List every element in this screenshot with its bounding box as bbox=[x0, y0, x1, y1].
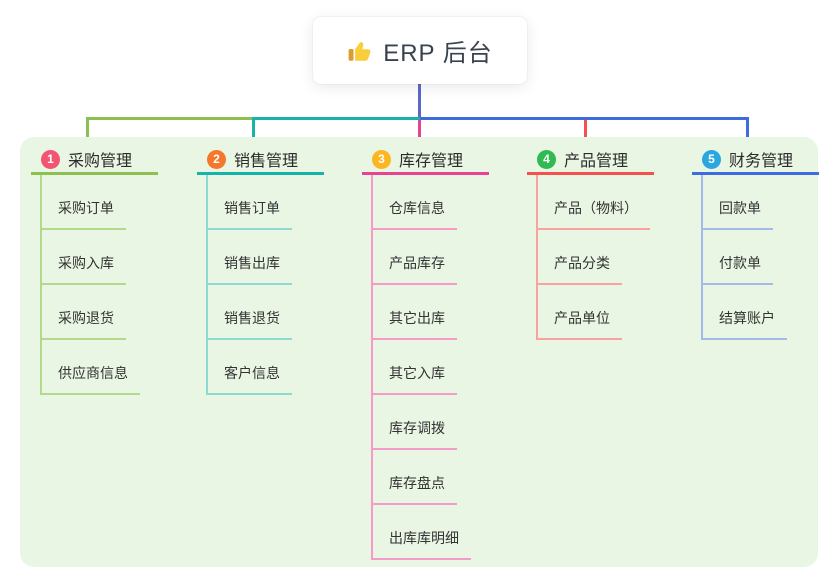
branch-number-badge: 1 bbox=[41, 149, 60, 169]
child-row: 产品单位 bbox=[538, 285, 654, 340]
child-row: 其它出库 bbox=[373, 285, 489, 340]
child-row: 产品（物料） bbox=[538, 175, 654, 230]
branch-column: 4 产品管理 产品（物料） 产品分类 产品单位 bbox=[527, 146, 654, 340]
branch-children: 采购订单 采购入库 采购退货 供应商信息 bbox=[40, 175, 158, 395]
connector-horizontal-right bbox=[420, 117, 749, 120]
child-node[interactable]: 销售订单 bbox=[208, 198, 292, 230]
branch-node[interactable]: 3 库存管理 bbox=[362, 146, 489, 175]
branch-node[interactable]: 2 销售管理 bbox=[197, 146, 324, 175]
branch-children: 销售订单 销售出库 销售退货 客户信息 bbox=[206, 175, 324, 395]
child-node[interactable]: 采购订单 bbox=[42, 198, 126, 230]
child-row: 出库库明细 bbox=[373, 505, 489, 560]
child-node[interactable]: 产品库存 bbox=[373, 253, 457, 285]
branch-column: 5 财务管理 回款单 付款单 结算账户 bbox=[692, 146, 819, 340]
child-node[interactable]: 产品单位 bbox=[538, 308, 622, 340]
branch-column: 1 采购管理 采购订单 采购入库 采购退货 供应商信息 bbox=[31, 146, 158, 395]
child-node[interactable]: 供应商信息 bbox=[42, 363, 140, 395]
branch-column: 2 销售管理 销售订单 销售出库 销售退货 客户信息 bbox=[197, 146, 324, 395]
child-node[interactable]: 结算账户 bbox=[703, 308, 787, 340]
child-row: 结算账户 bbox=[703, 285, 819, 340]
branch-number-badge: 3 bbox=[372, 149, 391, 169]
child-row: 客户信息 bbox=[208, 340, 324, 395]
child-node[interactable]: 库存调拨 bbox=[373, 418, 457, 450]
connector-root-drop bbox=[418, 84, 421, 118]
child-node[interactable]: 产品（物料） bbox=[538, 198, 650, 230]
child-node[interactable]: 其它出库 bbox=[373, 308, 457, 340]
child-node[interactable]: 采购退货 bbox=[42, 308, 126, 340]
child-row: 采购订单 bbox=[42, 175, 158, 230]
child-row: 供应商信息 bbox=[42, 340, 158, 395]
branch-number-badge: 4 bbox=[537, 149, 556, 169]
branch-label: 销售管理 bbox=[234, 153, 299, 170]
child-row: 销售出库 bbox=[208, 230, 324, 285]
branch-node[interactable]: 5 财务管理 bbox=[692, 146, 819, 175]
child-row: 采购入库 bbox=[42, 230, 158, 285]
branch-children: 回款单 付款单 结算账户 bbox=[701, 175, 819, 340]
child-row: 付款单 bbox=[703, 230, 819, 285]
child-node[interactable]: 仓库信息 bbox=[373, 198, 457, 230]
branch-node[interactable]: 4 产品管理 bbox=[527, 146, 654, 175]
branch-label: 财务管理 bbox=[729, 153, 794, 170]
child-row: 产品分类 bbox=[538, 230, 654, 285]
branch-label: 采购管理 bbox=[68, 153, 133, 170]
root-title: ERP 后台 bbox=[383, 40, 493, 67]
child-row: 产品库存 bbox=[373, 230, 489, 285]
child-node[interactable]: 客户信息 bbox=[208, 363, 292, 395]
child-node[interactable]: 产品分类 bbox=[538, 253, 622, 285]
connector-drop-5 bbox=[746, 117, 749, 150]
child-node[interactable]: 出库库明细 bbox=[373, 528, 471, 560]
branch-label: 库存管理 bbox=[399, 153, 464, 170]
connector-drop-2 bbox=[252, 117, 255, 150]
child-node[interactable]: 销售出库 bbox=[208, 253, 292, 285]
connector-horizontal-left bbox=[86, 117, 252, 120]
branch-label: 产品管理 bbox=[564, 153, 629, 170]
connector-horizontal-mid bbox=[252, 117, 420, 120]
branch-children: 仓库信息 产品库存 其它出库 其它入库 库存调拨 库存盘点 出库库明细 bbox=[371, 175, 489, 560]
child-row: 库存调拨 bbox=[373, 395, 489, 450]
child-row: 库存盘点 bbox=[373, 450, 489, 505]
child-node[interactable]: 付款单 bbox=[703, 253, 773, 285]
branches-panel bbox=[20, 137, 818, 567]
child-row: 采购退货 bbox=[42, 285, 158, 340]
connector-drop-3 bbox=[418, 117, 421, 150]
connector-drop-4 bbox=[584, 117, 587, 150]
branch-children: 产品（物料） 产品分类 产品单位 bbox=[536, 175, 654, 340]
branch-number-badge: 2 bbox=[207, 149, 226, 169]
child-row: 销售退货 bbox=[208, 285, 324, 340]
branch-node[interactable]: 1 采购管理 bbox=[31, 146, 158, 175]
child-node[interactable]: 回款单 bbox=[703, 198, 773, 230]
child-node[interactable]: 采购入库 bbox=[42, 253, 126, 285]
root-node[interactable]: ERP 后台 bbox=[313, 17, 527, 84]
connector-drop-1 bbox=[86, 117, 89, 150]
child-row: 销售订单 bbox=[208, 175, 324, 230]
branch-number-badge: 5 bbox=[702, 149, 721, 169]
child-node[interactable]: 库存盘点 bbox=[373, 473, 457, 505]
child-node[interactable]: 其它入库 bbox=[373, 363, 457, 395]
child-row: 回款单 bbox=[703, 175, 819, 230]
child-node[interactable]: 销售退货 bbox=[208, 308, 292, 340]
child-row: 仓库信息 bbox=[373, 175, 489, 230]
branch-column: 3 库存管理 仓库信息 产品库存 其它出库 其它入库 库存调拨 库存盘点 出库库… bbox=[362, 146, 489, 560]
child-row: 其它入库 bbox=[373, 340, 489, 395]
thumbs-up-icon bbox=[347, 38, 373, 64]
